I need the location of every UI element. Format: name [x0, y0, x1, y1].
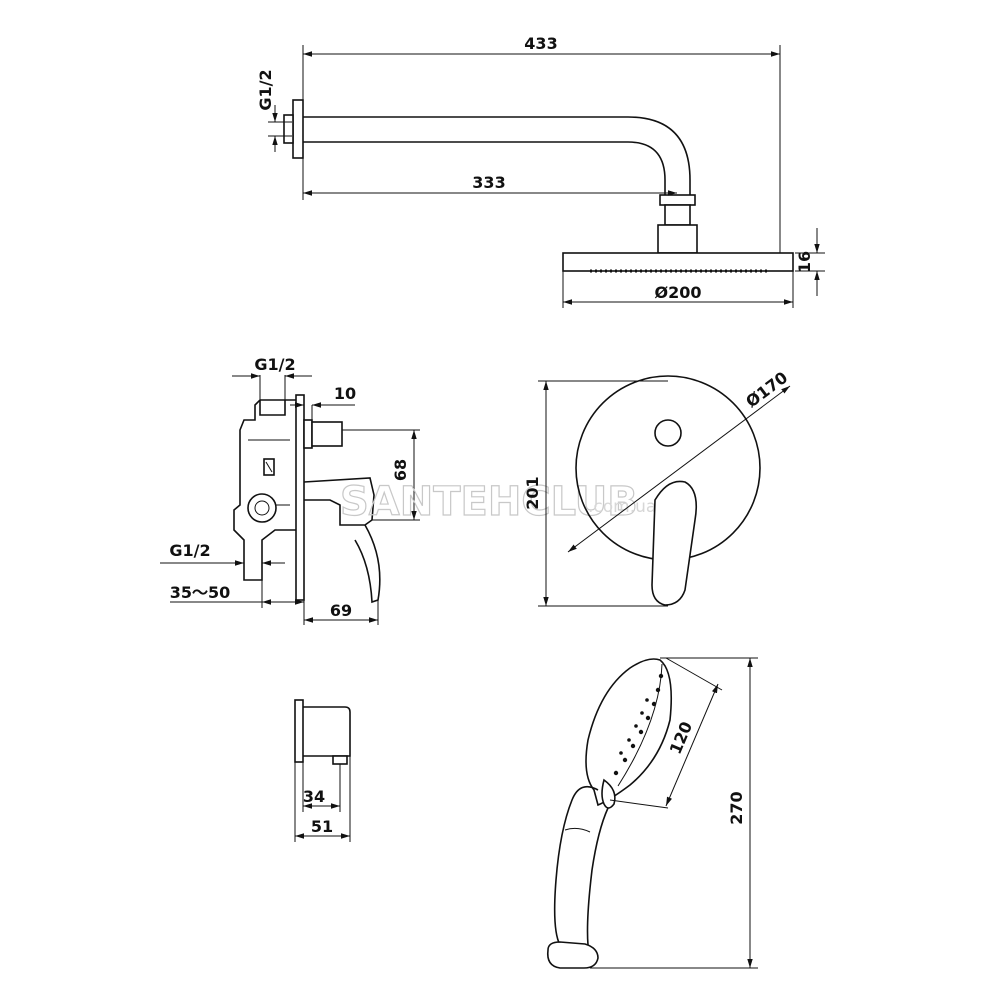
- dim-69: 69: [330, 601, 352, 620]
- wall-outlet-view: 34 51: [294, 699, 351, 842]
- dim-mixer-thread-top: G1/2: [254, 355, 295, 374]
- dim-68: 68: [391, 459, 410, 481]
- dim-201: 201: [523, 476, 542, 509]
- dim-34: 34: [303, 787, 325, 806]
- dim-333: 333: [472, 173, 505, 192]
- dim-head-diameter: Ø200: [655, 283, 702, 302]
- dim-arm-thread: G1/2: [256, 69, 275, 110]
- hand-shower-nozzles: [613, 673, 664, 776]
- dim-plate-diameter: Ø170: [742, 368, 791, 411]
- mixer-side-view: G1/2 10 68 G1/2 35～50 69: [160, 355, 420, 625]
- dim-51: 51: [311, 817, 333, 836]
- dim-depth-range: 35～50: [170, 583, 231, 602]
- dim-outlet-10: 10: [334, 384, 356, 403]
- hand-shower-view: 120 270: [546, 657, 758, 969]
- shower-arm-view: G1/2 433 333 16 Ø200: [256, 34, 825, 308]
- dim-mixer-thread-bottom: G1/2: [169, 541, 210, 560]
- dim-433: 433: [524, 34, 557, 53]
- dim-16: 16: [795, 251, 814, 273]
- dim-120: 120: [666, 719, 697, 757]
- dim-270: 270: [727, 791, 746, 824]
